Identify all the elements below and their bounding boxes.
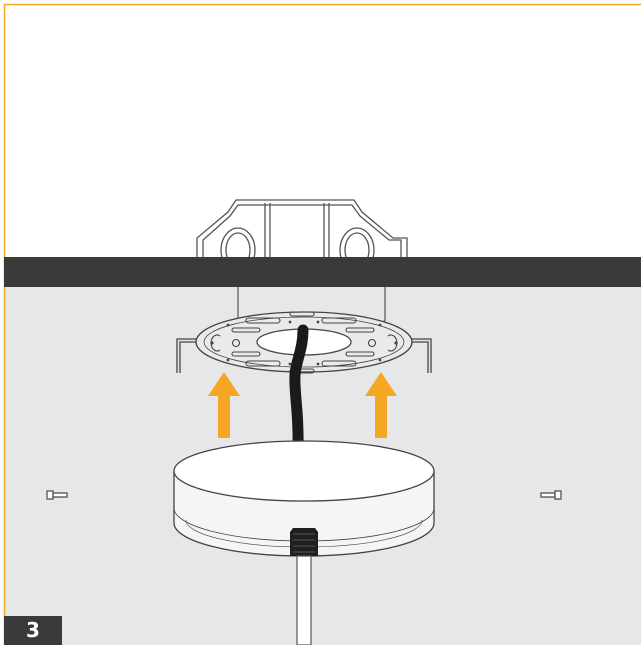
cable-grip (290, 528, 318, 556)
arrow-up-icon (365, 372, 397, 438)
pendant-cord (296, 555, 312, 645)
step-number-badge: 3 (4, 616, 62, 645)
ceiling-canopy (173, 440, 435, 557)
ceiling (4, 257, 641, 287)
screw-icon (46, 490, 68, 500)
frame-border (3, 3, 641, 645)
screw-icon (540, 490, 562, 500)
power-cable (289, 324, 309, 456)
arrow-up-icon (208, 372, 240, 438)
